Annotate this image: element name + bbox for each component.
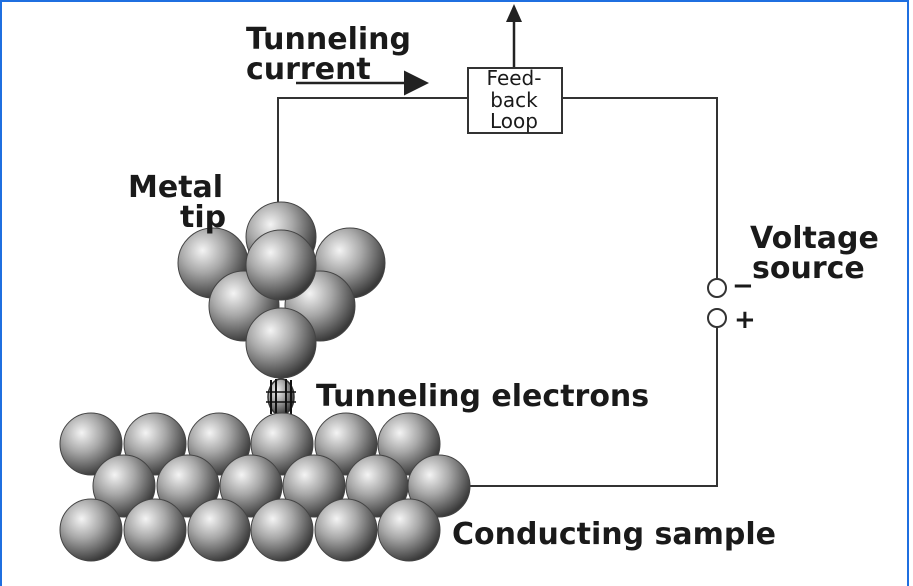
feedback-output-arrowhead <box>506 4 522 22</box>
terminal-positive <box>707 308 727 328</box>
tunneling-electrons-symbol <box>266 378 296 416</box>
label-voltage-source-line2: source <box>752 251 865 286</box>
sample-atom <box>219 454 283 518</box>
tip-atom <box>245 229 317 301</box>
sample-atom <box>59 412 123 476</box>
label-metal-tip-line2: tip <box>180 200 227 235</box>
sample-atom <box>377 498 441 562</box>
sample-atom <box>123 498 187 562</box>
sample-atom <box>92 454 156 518</box>
wire-source-to-sample <box>468 327 718 487</box>
label-minus: − <box>732 271 754 301</box>
tip-atom <box>245 307 317 379</box>
sample-atom <box>156 454 220 518</box>
conducting-sample <box>59 412 471 562</box>
sample-atom <box>407 454 471 518</box>
label-plus: + <box>734 305 756 335</box>
label-metal-tip-line1: Metal <box>128 170 224 205</box>
wire-tip-to-feedback <box>277 97 468 206</box>
sample-atom <box>282 454 346 518</box>
label-feedback-line3: Loop <box>490 109 538 133</box>
label-conducting-sample: Conducting sample <box>452 517 776 552</box>
feedback-loop-box <box>467 67 563 134</box>
metal-tip <box>177 201 386 379</box>
circuit-wires <box>277 97 718 487</box>
label-feedback-line2: back <box>490 88 538 112</box>
label-tunneling-current-line1: Tunneling <box>246 22 411 57</box>
sample-atom <box>59 498 123 562</box>
wire-feedback-to-source <box>562 97 718 278</box>
label-tunneling-current-line2: current <box>246 52 371 87</box>
sample-atom <box>187 498 251 562</box>
label-feedback-line1: Feed- <box>486 66 542 90</box>
sample-atom <box>314 498 378 562</box>
sample-atom <box>250 498 314 562</box>
terminal-negative <box>707 278 727 298</box>
label-voltage-source-line1: Voltage <box>750 221 879 256</box>
label-tunneling-electrons: Tunneling electrons <box>316 379 650 414</box>
